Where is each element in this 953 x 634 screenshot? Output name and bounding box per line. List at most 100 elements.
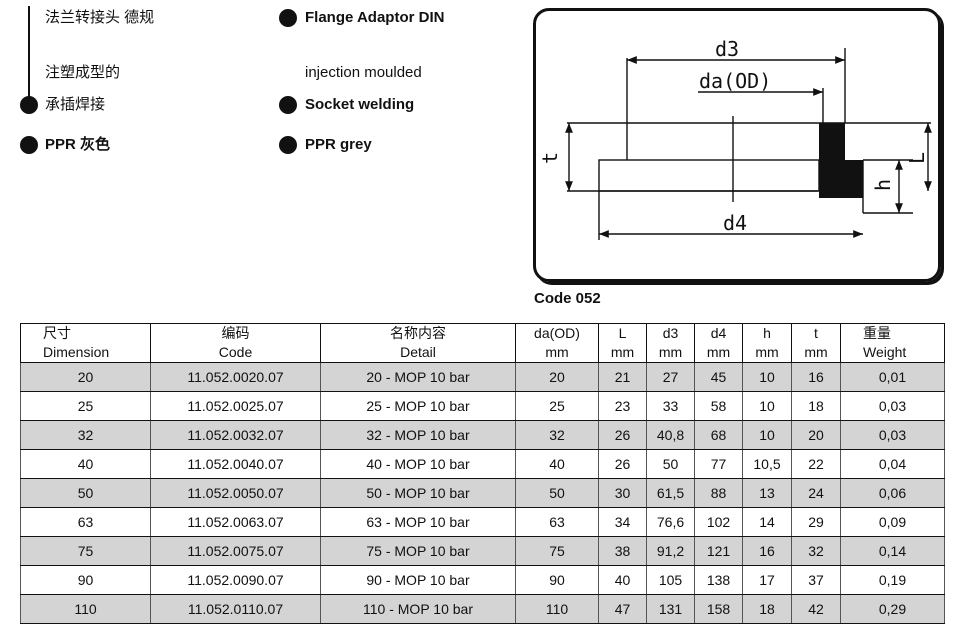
feature-en-welding: Socket welding — [305, 96, 415, 113]
table-cell-da: 90 — [515, 565, 599, 595]
label-h: h — [871, 179, 895, 191]
table-cell-d4: 45 — [694, 362, 743, 392]
table-cell-weight: 0,19 — [840, 565, 945, 595]
bullet-dot-icon — [279, 136, 297, 154]
table-cell-code: 11.052.0075.07 — [150, 536, 321, 566]
table-cell-dimension: 25 — [20, 391, 151, 421]
header-t-secondary: mm — [804, 344, 828, 360]
table-cell-da: 75 — [515, 536, 599, 566]
header-l-secondary: mm — [610, 344, 635, 360]
header-code-primary: 编码 — [221, 325, 250, 341]
header-d4: d4 mm — [694, 323, 743, 363]
table-cell-d3: 131 — [646, 594, 695, 624]
table-cell-l: 40 — [598, 565, 647, 595]
table-cell-h: 10 — [742, 391, 792, 421]
table-cell-weight: 0,06 — [840, 478, 945, 508]
table-cell-t: 37 — [791, 565, 841, 595]
table-cell-l: 26 — [598, 420, 647, 450]
header-d3-secondary: mm — [658, 344, 683, 360]
table-cell-h: 17 — [742, 565, 792, 595]
table-cell-weight: 0,03 — [840, 391, 945, 421]
bullet-dot-icon — [279, 9, 297, 27]
label-da: da(OD) — [699, 69, 771, 93]
table-cell-dimension: 63 — [20, 507, 151, 537]
table-cell-code: 11.052.0025.07 — [150, 391, 321, 421]
header-da-primary: da(OD) — [534, 325, 580, 341]
table-cell-code: 11.052.0050.07 — [150, 478, 321, 508]
table-cell-h: 16 — [742, 536, 792, 566]
table-cell-code: 11.052.0090.07 — [150, 565, 321, 595]
table-cell-h: 14 — [742, 507, 792, 537]
table-cell-t: 20 — [791, 420, 841, 450]
table-cell-da: 63 — [515, 507, 599, 537]
feature-en-material: PPR grey — [305, 136, 372, 153]
header-d4-primary: d4 — [710, 325, 727, 341]
header-d4-secondary: mm — [706, 344, 731, 360]
header-weight-primary: 重量 — [863, 325, 891, 341]
feature-en-moulded: injection moulded — [305, 64, 422, 81]
table-cell-h: 18 — [742, 594, 792, 624]
table-cell-d4: 138 — [694, 565, 743, 595]
table-cell-t: 29 — [791, 507, 841, 537]
table-cell-h: 10,5 — [742, 449, 792, 479]
table-cell-l: 21 — [598, 362, 647, 392]
table-cell-dimension: 75 — [20, 536, 151, 566]
header-weight: 重量 Weight — [840, 323, 945, 363]
table-cell-d4: 102 — [694, 507, 743, 537]
table-cell-h: 10 — [742, 362, 792, 392]
header-h: h mm — [742, 323, 792, 363]
header-detail-secondary: Detail — [400, 344, 436, 360]
table-cell-d4: 77 — [694, 449, 743, 479]
table-cell-weight: 0,29 — [840, 594, 945, 624]
table-cell-detail: 63 - MOP 10 bar — [320, 507, 516, 537]
table-cell-code: 11.052.0110.07 — [150, 594, 321, 624]
flange-adaptor-drawing: d3 da(OD) d4 t L h — [538, 37, 932, 240]
table-cell-da: 32 — [515, 420, 599, 450]
table-cell-d3: 61,5 — [646, 478, 695, 508]
table-cell-d3: 50 — [646, 449, 695, 479]
table-cell-d3: 27 — [646, 362, 695, 392]
table-cell-d3: 76,6 — [646, 507, 695, 537]
bullet-connector-top — [28, 6, 30, 20]
table-cell-weight: 0,03 — [840, 420, 945, 450]
table-cell-dimension: 90 — [20, 565, 151, 595]
header-l-primary: L — [618, 325, 627, 341]
table-cell-t: 32 — [791, 536, 841, 566]
header-d3: d3 mm — [646, 323, 695, 363]
table-cell-d3: 105 — [646, 565, 695, 595]
table-cell-d4: 58 — [694, 391, 743, 421]
header-weight-secondary: Weight — [863, 344, 907, 360]
table-cell-dimension: 50 — [20, 478, 151, 508]
table-cell-dimension: 32 — [20, 420, 151, 450]
table-cell-h: 13 — [742, 478, 792, 508]
table-cell-l: 23 — [598, 391, 647, 421]
table-cell-da: 50 — [515, 478, 599, 508]
table-cell-code: 11.052.0020.07 — [150, 362, 321, 392]
table-cell-l: 30 — [598, 478, 647, 508]
header-h-primary: h — [763, 325, 771, 341]
label-t: t — [538, 152, 562, 164]
label-d4: d4 — [723, 211, 747, 235]
header-d3-primary: d3 — [662, 325, 679, 341]
drawing-caption: Code 052 — [534, 290, 601, 307]
table-cell-t: 18 — [791, 391, 841, 421]
table-cell-d3: 40,8 — [646, 420, 695, 450]
bullet-dot-icon — [20, 96, 38, 114]
header-dimension-secondary: Dimension — [43, 344, 110, 360]
table-cell-code: 11.052.0032.07 — [150, 420, 321, 450]
table-cell-da: 110 — [515, 594, 599, 624]
technical-drawing-frame — [533, 8, 941, 282]
table-cell-d3: 91,2 — [646, 536, 695, 566]
header-h-secondary: mm — [755, 344, 779, 360]
